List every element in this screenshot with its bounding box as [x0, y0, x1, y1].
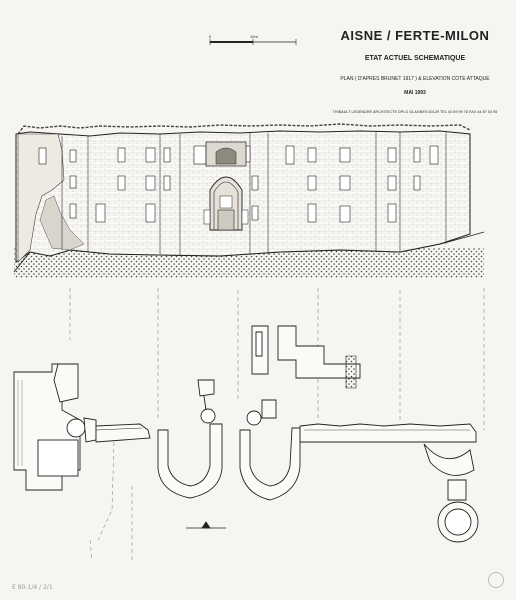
facade-elevation	[13, 123, 485, 278]
catalog-number: E 80-1/4 / 2/1	[12, 584, 53, 591]
drawing-title: AISNE / FERTE-MILON	[340, 28, 490, 43]
central-gatehouse	[203, 141, 249, 231]
stamp-icon	[488, 572, 504, 588]
drawing-date: MAI 1993	[404, 90, 426, 96]
architect-credit: THIBAULT LEGENDRE ARCHITECTE DPLG GLAGNE…	[332, 110, 498, 114]
title-block: AISNE / FERTE-MILON ETAT ACTUEL SCHEMATI…	[330, 26, 500, 114]
scale-bar	[209, 39, 297, 45]
castle-plan	[13, 288, 485, 561]
scale-end-label: 10m	[250, 34, 258, 39]
castle-wall	[15, 130, 471, 263]
drawing-description: PLAN ( D'APRES BRUNET 1917 ) & ELEVATION…	[340, 76, 490, 82]
scale-start-label: 0	[209, 34, 212, 39]
drawing-subtitle: ETAT ACTUEL SCHEMATIQUE	[364, 55, 466, 62]
